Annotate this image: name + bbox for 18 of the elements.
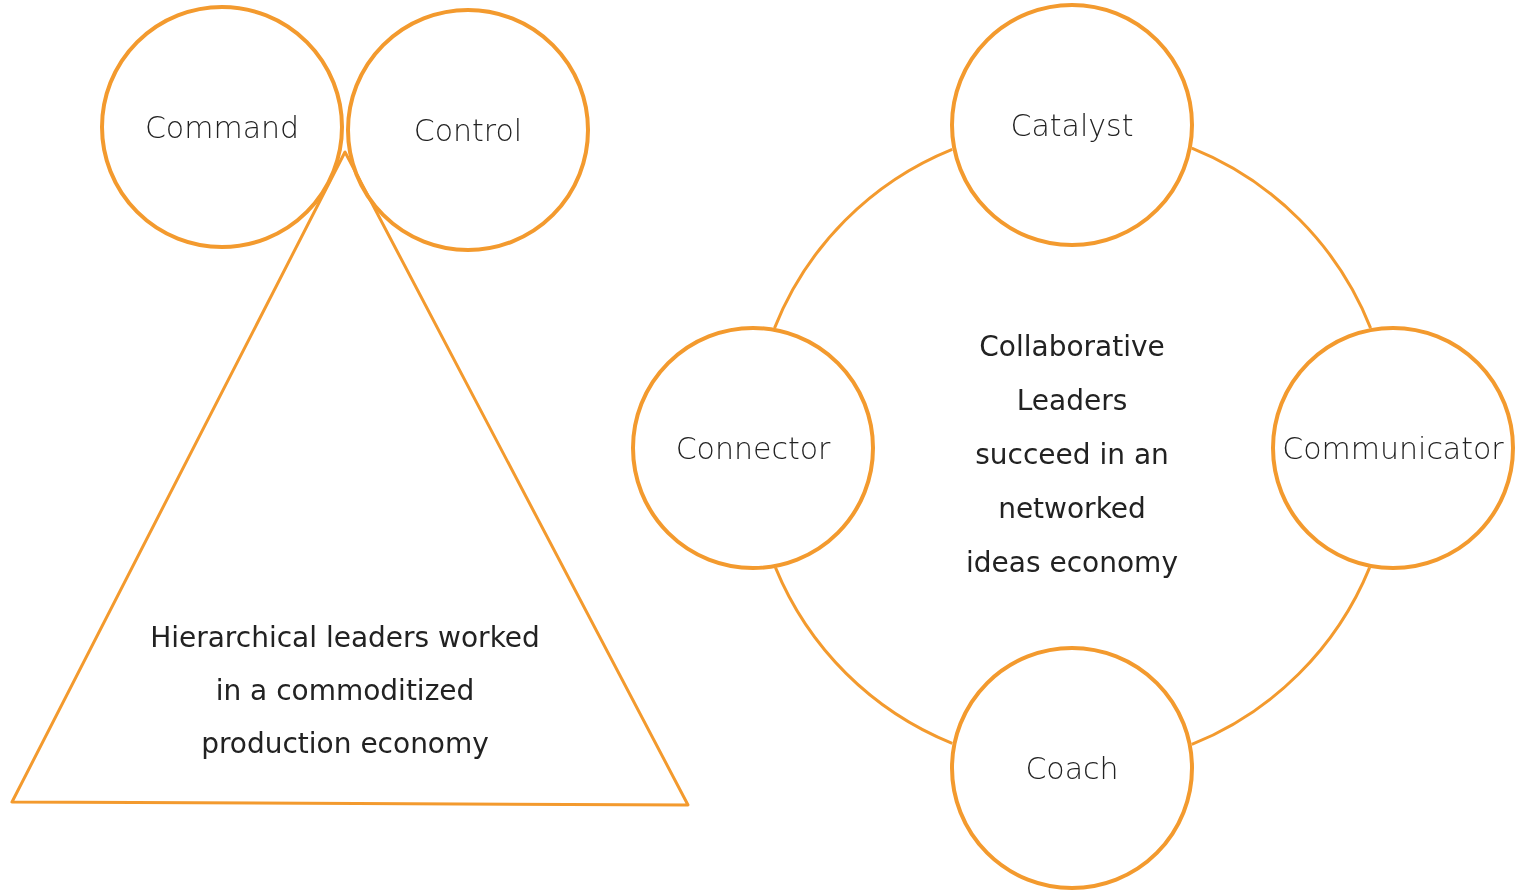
circle-node	[1271, 326, 1515, 570]
circle-node	[950, 3, 1194, 247]
circle-node	[346, 8, 590, 252]
circle-node	[631, 326, 875, 570]
node-label: Control	[413, 112, 523, 148]
node-label: Connector	[675, 430, 831, 466]
node-label: Catalyst	[1010, 107, 1134, 143]
connector-line	[1191, 146, 1372, 329]
connector-line	[774, 566, 953, 745]
triangle-text: Hierarchical leaders worked in a commoditized production economy	[150, 620, 540, 762]
circle-node	[100, 5, 344, 249]
center-text: Collaborative Leaders succeed in an networked ideas economy	[965, 329, 1179, 581]
connector-line	[773, 147, 953, 329]
node-label: Coach	[1025, 750, 1119, 786]
node-label: Communicator	[1282, 430, 1504, 466]
node-label: Command	[144, 109, 300, 145]
connector-line	[1191, 566, 1371, 746]
circle-node	[950, 646, 1194, 890]
